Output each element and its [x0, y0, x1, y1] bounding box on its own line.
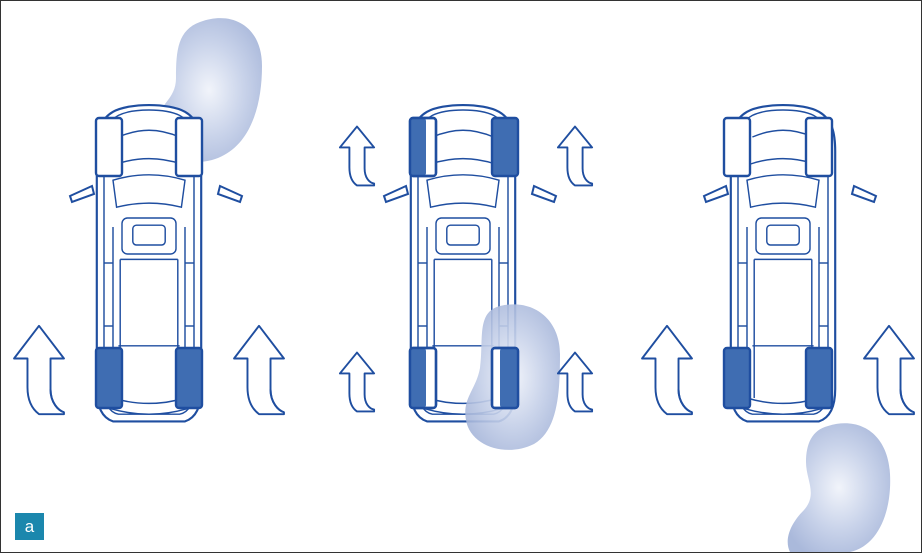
wheel-front-right — [490, 116, 520, 178]
wheel-rear-right — [804, 346, 834, 410]
slip-area-blob — [787, 423, 891, 552]
wheel-rear-left — [94, 346, 124, 410]
wheel-front-left — [94, 116, 124, 178]
corner-label-box — [15, 513, 44, 540]
panel-middle — [338, 103, 594, 450]
wheel-front-right — [804, 116, 834, 178]
panel-left — [13, 18, 285, 423]
wheel-front-left — [408, 116, 438, 178]
corner-label: a — [24, 517, 35, 536]
wheel-front-left — [722, 116, 752, 178]
wheel-rear-right — [490, 346, 520, 410]
wheel-front-right — [174, 116, 204, 178]
wheel-rear-left — [408, 346, 438, 410]
wheel-rear-left — [722, 346, 752, 410]
panel-right — [641, 103, 915, 552]
wheel-rear-right — [174, 346, 204, 410]
